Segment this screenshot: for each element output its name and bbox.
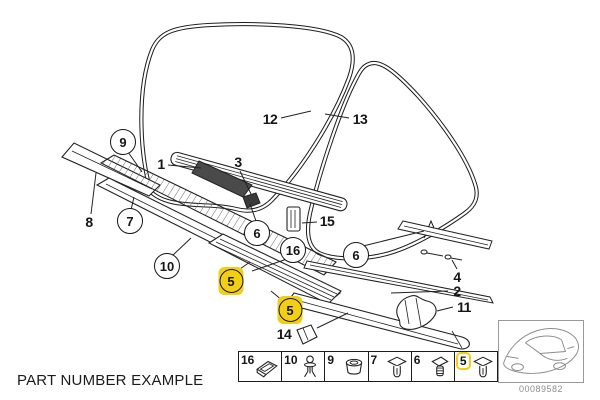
legend-cell-16[interactable]: 16 <box>239 352 281 381</box>
callout-5-highlighted[interactable]: 5 <box>218 267 244 295</box>
vehicle-thumbnail[interactable] <box>498 320 584 383</box>
legend-label-7: 7 <box>370 353 378 367</box>
fastener-legend-table: 16 10 9 7 <box>238 351 498 382</box>
callout-5-circle: 5 <box>219 269 243 293</box>
side-member-strip-drawing <box>303 260 494 304</box>
clip-15-drawing <box>286 206 301 232</box>
rear-sill-blade-drawing <box>285 292 470 350</box>
legend-cell-7[interactable]: 7 <box>367 352 411 381</box>
ribbed-clip-icon <box>431 356 449 376</box>
legend-cell-6[interactable]: 6 <box>410 352 454 381</box>
car-sketch-icon <box>503 328 579 374</box>
legend-label-6: 6 <box>413 353 421 367</box>
legend-cell-5[interactable]: 5 <box>453 352 497 381</box>
legend-label-5-highlighted: 5 <box>455 352 471 370</box>
legend-label-16: 16 <box>241 353 255 367</box>
screw-fasteners-drawing <box>420 249 463 261</box>
callout-5b-highlighted[interactable]: 5 <box>277 296 303 324</box>
clip-14-drawing <box>296 324 318 345</box>
callout-9-circled[interactable]: 9 <box>110 129 136 155</box>
front-door-seal-drawing <box>139 22 355 213</box>
callout-6-circled[interactable]: 6 <box>244 220 270 246</box>
callout-2[interactable]: 2 <box>453 283 461 299</box>
support-bracket-drawing <box>396 295 437 330</box>
callout-4[interactable]: 4 <box>453 269 461 285</box>
rear-cover-blade-drawing <box>397 220 493 250</box>
legend-label-9: 9 <box>327 353 335 367</box>
clip-6-drawing <box>242 192 261 209</box>
callout-3[interactable]: 3 <box>234 154 242 170</box>
expanding-clip-icon <box>386 356 407 377</box>
entrance-cover-strip-rear-drawing <box>207 233 342 305</box>
push-rivet-icon <box>304 355 317 377</box>
speed-clip-icon <box>256 360 278 378</box>
callout-13[interactable]: 13 <box>352 111 368 127</box>
callout-1[interactable]: 1 <box>157 156 165 172</box>
grommet-icon <box>345 358 362 375</box>
callout-6b-circled[interactable]: 6 <box>343 242 369 268</box>
callout-7-circled[interactable]: 7 <box>117 208 143 234</box>
legend-cell-9[interactable]: 9 <box>324 352 367 381</box>
callout-12[interactable]: 12 <box>262 111 278 127</box>
callout-8[interactable]: 8 <box>85 214 93 230</box>
callout-16-circled[interactable]: 16 <box>280 237 306 263</box>
callout-11[interactable]: 11 <box>457 299 471 315</box>
callout-14[interactable]: 14 <box>276 326 292 342</box>
diagram-code: 00089582 <box>518 384 564 394</box>
callout-10-circled[interactable]: 10 <box>154 253 180 279</box>
legend-label-10: 10 <box>284 353 298 367</box>
callout-15[interactable]: 15 <box>319 213 335 229</box>
legend-cell-10[interactable]: 10 <box>281 352 324 381</box>
page-title: PART NUMBER EXAMPLE <box>17 372 204 389</box>
callout-5b-circle: 5 <box>278 298 302 322</box>
leader-lines <box>90 110 458 329</box>
expanding-clip-icon <box>473 356 493 377</box>
rear-door-seal-drawing <box>305 60 479 261</box>
